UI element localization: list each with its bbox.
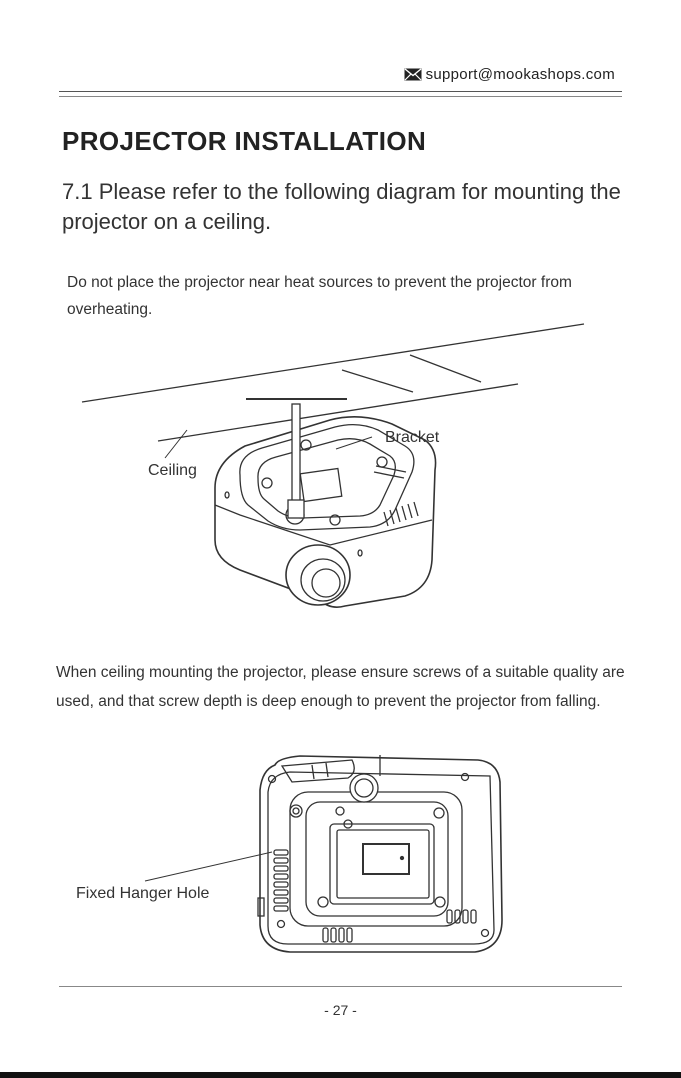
bracket-leader-line (335, 436, 373, 450)
slot-dot (399, 855, 405, 861)
adjust-knob-inner (354, 778, 374, 798)
hanger-hole-leader-line (144, 851, 273, 882)
bottom-screw (335, 806, 345, 816)
adjust-knob (349, 773, 379, 803)
vent-slots (383, 501, 419, 527)
corner-screw (276, 919, 286, 929)
envelope-icon (404, 68, 422, 81)
bottom-plate-inner (329, 823, 435, 905)
ceiling-mount-diagram (81, 323, 585, 608)
bottom-plate-recess (336, 829, 430, 899)
bottom-lens-edge (280, 759, 355, 783)
projector-lens (300, 558, 346, 602)
bottom-lens-edge (311, 762, 329, 780)
projector-seam (214, 504, 433, 546)
ceiling-edge-line (157, 383, 519, 442)
page-title: PROJECTOR INSTALLATION (62, 126, 427, 156)
bracket-slot (299, 467, 343, 503)
mount-pole-joint (287, 499, 305, 519)
bottom-screw (434, 896, 446, 908)
indicator-dot (357, 549, 363, 557)
mount-pole (291, 403, 301, 515)
screw-warning-paragraph: When ceiling mounting the projector, ple… (56, 664, 625, 710)
vent-slots (373, 465, 407, 479)
bottom-screw (289, 804, 303, 818)
ceiling-label: Ceiling (148, 462, 197, 479)
ceiling-hatch-line (409, 354, 482, 383)
bottom-screw (343, 819, 353, 829)
bottom-view-diagram (144, 755, 503, 953)
bottom-center-slot (362, 843, 410, 875)
bottom-plate-mid (305, 801, 449, 917)
bracket-label: Bracket (385, 429, 440, 446)
bottom-screw-inner (292, 807, 300, 815)
corner-screw (460, 772, 470, 782)
ceiling-leader-line (164, 429, 188, 459)
projector-bottom-outline (259, 755, 503, 953)
email-text: support@mookashops.com (425, 66, 615, 83)
screw-hole (300, 439, 312, 451)
bracket-plate (257, 438, 396, 519)
screw-hole (329, 514, 341, 526)
bottom-inner-outline (267, 771, 495, 945)
page-number: - 27 - (324, 1002, 357, 1018)
indicator-dot (224, 491, 230, 499)
projector-top-panel (239, 423, 415, 531)
bottom-screw (317, 896, 329, 908)
projector-lens-housing (285, 544, 351, 606)
footer-rule (59, 986, 622, 987)
projector-lens-inner (311, 568, 341, 598)
bottom-vents (322, 909, 477, 943)
section-subheading: 7.1 Please refer to the following diagra… (62, 179, 621, 234)
side-port (257, 897, 265, 917)
bottom-screw (433, 807, 445, 819)
header-rule (59, 91, 622, 92)
header-rule-thin (59, 96, 622, 97)
hanger-hole-label: Fixed Hanger Hole (76, 885, 210, 902)
support-email: support@mookashops.com (404, 66, 615, 83)
ceiling-hatch-line (341, 369, 414, 393)
corner-screw (480, 928, 490, 938)
ceiling-edge-line (81, 323, 585, 403)
heat-warning-note: Do not place the projector near heat sou… (67, 274, 572, 318)
screw-hole (261, 477, 273, 489)
corner-screw (267, 774, 277, 784)
projector-body (214, 416, 437, 608)
hanger-hole-vents (273, 849, 289, 912)
bottom-edge-bar (0, 1072, 681, 1078)
